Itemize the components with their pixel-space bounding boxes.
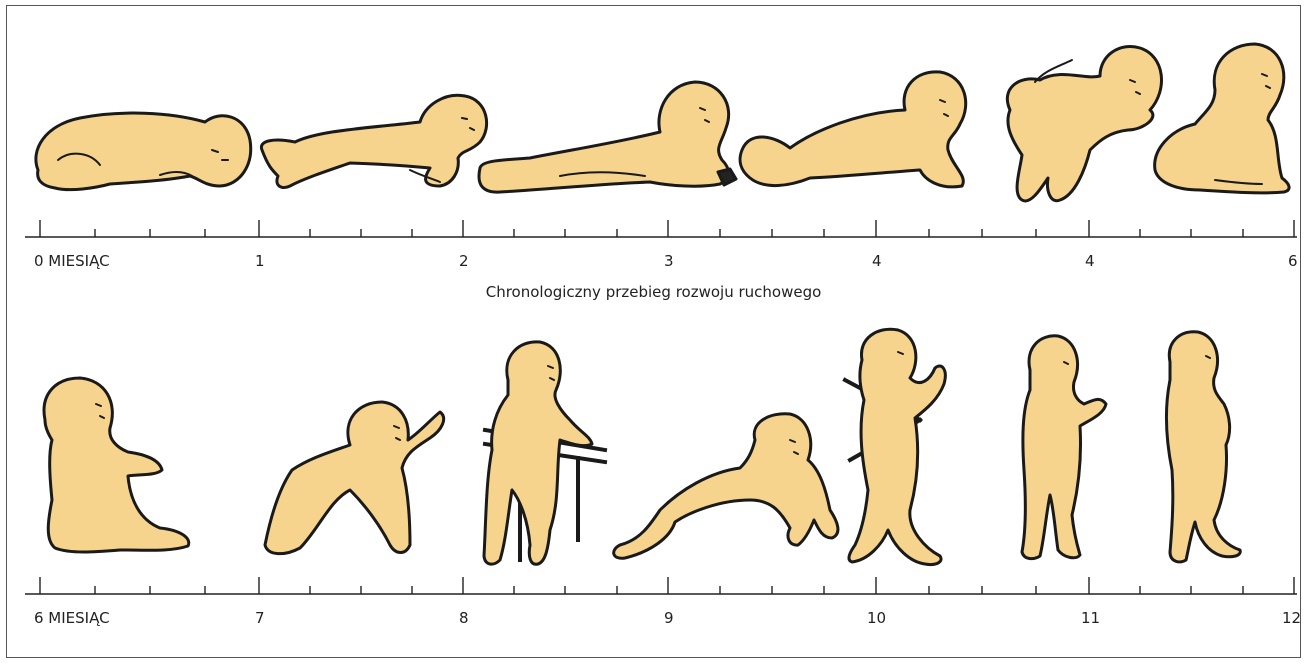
baby-figure-walking-alone <box>1166 332 1240 562</box>
major-ticks-row1 <box>40 220 1294 237</box>
tick-label-row1-1: 1 <box>255 254 265 269</box>
tick-label-row1-4: 4 <box>872 254 882 269</box>
minor-ticks-row2 <box>95 586 1243 594</box>
tick-label-row1-3: 3 <box>664 254 674 269</box>
baby-figure-kneeling-reaching <box>265 402 444 554</box>
tick-label-row2-3: 9 <box>664 611 674 626</box>
tick-label-row1-2: 2 <box>459 254 469 269</box>
major-ticks-row2 <box>40 577 1294 594</box>
tick-label-row2-6: 12 <box>1282 611 1301 626</box>
tick-label-row2-1: 7 <box>255 611 265 626</box>
timeline-axis-row1 <box>25 220 1297 237</box>
baby-figure-sitting-with-hand-support <box>1155 44 1289 193</box>
baby-figure-crawling <box>614 414 838 559</box>
timeline-axis-row2 <box>25 577 1297 594</box>
tick-label-row1-6: 6 <box>1288 254 1298 269</box>
baby-figure-prone-arm-support <box>740 72 966 187</box>
baby-figure-walking-with-support <box>845 329 945 564</box>
baby-figure-sitting-independently <box>44 378 189 552</box>
baby-figure-prone-head-lift <box>261 95 486 187</box>
tick-label-row2-4: 10 <box>867 611 886 626</box>
tick-label-row2-2: 8 <box>459 611 469 626</box>
baby-figure-newborn-curled-prone <box>36 113 251 190</box>
minor-ticks-row1 <box>95 229 1243 237</box>
tick-label-row2-5: 11 <box>1081 611 1100 626</box>
baby-figure-standing-alone <box>1022 336 1106 559</box>
tick-label-row2-0: 6 MIESIĄC <box>34 611 110 626</box>
tick-label-row1-0: 0 MIESIĄC <box>34 254 110 269</box>
baby-figure-standing-holding-table <box>484 342 605 564</box>
figure-caption: Chronologiczny przebieg rozwoju ruchoweg… <box>0 285 1307 300</box>
baby-figure-rolling-over <box>1007 47 1161 201</box>
tick-label-row1-5: 4 <box>1085 254 1095 269</box>
baby-figure-prone-forearm-support <box>479 82 736 192</box>
